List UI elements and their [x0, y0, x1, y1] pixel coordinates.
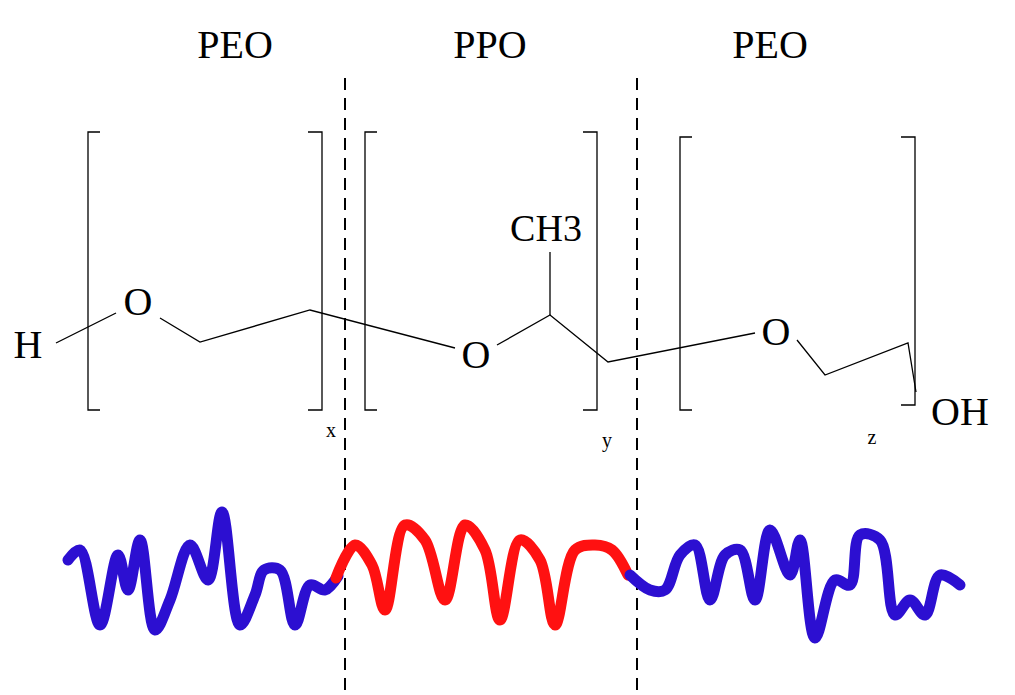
atom-label: O	[124, 282, 153, 322]
block-name: PPO	[453, 25, 526, 65]
bracket	[365, 132, 377, 410]
bracket	[680, 137, 692, 410]
atom-label: OH	[931, 392, 989, 432]
atom-label: O	[762, 312, 791, 352]
bond	[497, 315, 755, 362]
bracket	[901, 137, 915, 405]
bond	[797, 340, 916, 392]
polymer-block-chain	[336, 525, 628, 625]
bond	[160, 310, 455, 348]
dashed-divider	[344, 78, 346, 695]
bracket	[88, 132, 100, 410]
block-name: PEO	[732, 25, 808, 65]
block-name: PEO	[197, 25, 273, 65]
polymer-block-chain	[68, 512, 338, 630]
repeat-subscript: x	[326, 420, 336, 440]
atom-label: O	[462, 335, 491, 375]
dashed-divider	[636, 78, 638, 695]
bond	[56, 313, 116, 343]
chain-cartoon	[68, 512, 960, 638]
repeat-subscript: z	[868, 427, 877, 447]
group-label: CH3	[510, 209, 582, 247]
bracket	[583, 132, 597, 410]
repeat-brackets	[88, 132, 915, 410]
polymer-block-chain	[630, 530, 960, 638]
chemical-bonds	[56, 252, 916, 392]
bracket	[308, 132, 322, 410]
repeat-subscript: y	[602, 430, 612, 450]
bond	[549, 252, 550, 315]
atom-label: H	[14, 325, 43, 365]
